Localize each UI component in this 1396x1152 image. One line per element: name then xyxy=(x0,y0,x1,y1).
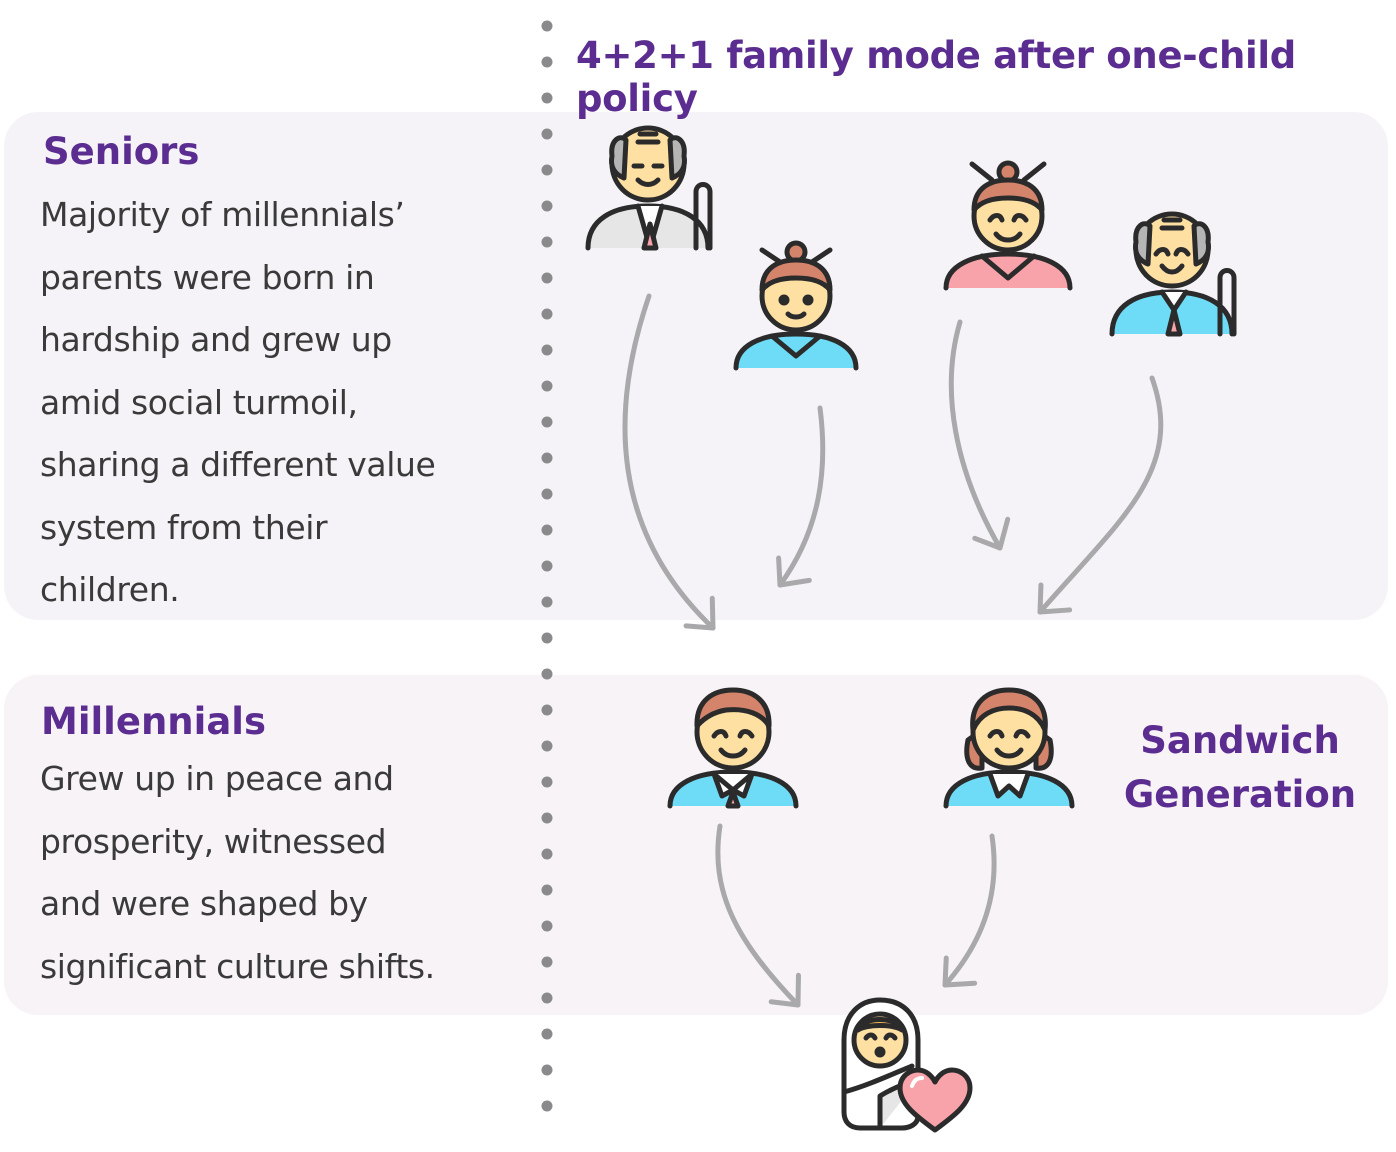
arrow-grandfather-to-father xyxy=(622,293,716,631)
mother-icon xyxy=(943,687,1075,809)
millennials-line: Grew up in peace and xyxy=(40,759,394,798)
arrow-father-to-baby xyxy=(715,823,801,1008)
heart-icon xyxy=(897,1067,973,1133)
father-icon xyxy=(667,687,799,809)
seniors-line: amid social turmoil, xyxy=(40,382,358,422)
divider-dot xyxy=(541,56,553,68)
divider-dot xyxy=(541,956,553,968)
divider-dot xyxy=(541,704,553,716)
divider-dot xyxy=(541,596,553,608)
seniors-heading: Seniors xyxy=(43,130,200,173)
divider-dot xyxy=(541,128,553,140)
divider-dot xyxy=(541,1064,553,1076)
millennials-line: and were shaped by xyxy=(40,884,368,923)
divider-dot xyxy=(541,884,553,896)
divider-dot xyxy=(541,380,553,392)
grandfather-icon xyxy=(1109,211,1237,337)
seniors-line: children. xyxy=(40,570,180,609)
divider-dot xyxy=(541,992,553,1004)
seniors-line: Majority of millennials’ xyxy=(40,195,405,234)
arrow-grandfather-to-mother xyxy=(1037,375,1164,615)
divider-dot xyxy=(541,632,553,644)
divider-dot xyxy=(541,92,553,104)
arrow-grandmother-to-father xyxy=(776,405,826,588)
millennials-line: prosperity, witnessed xyxy=(40,821,387,861)
divider-dot xyxy=(541,308,553,320)
divider-dot xyxy=(541,848,553,860)
divider-dot xyxy=(541,668,553,680)
divider-dot xyxy=(541,1100,553,1112)
millennials-line: significant culture shifts. xyxy=(40,946,435,986)
sandwich-generation-label: Sandwich Generation xyxy=(1100,714,1380,822)
dotted-divider xyxy=(541,20,553,1112)
grandfather-icon xyxy=(585,125,713,251)
divider-dot xyxy=(541,560,553,572)
millennials-heading: Millennials xyxy=(41,700,266,743)
divider-dot xyxy=(541,488,553,500)
sandwich-label-line: Sandwich xyxy=(1140,719,1340,762)
millennials-description: Grew up in peace and prosperity, witness… xyxy=(40,748,510,998)
divider-dot xyxy=(541,344,553,356)
divider-dot xyxy=(541,272,553,284)
divider-dot xyxy=(541,776,553,788)
seniors-line: system from their xyxy=(40,507,328,547)
divider-dot xyxy=(541,812,553,824)
divider-dot xyxy=(541,164,553,176)
grandmother-icon xyxy=(943,160,1073,291)
sandwich-label-line: Generation xyxy=(1123,773,1357,816)
divider-dot xyxy=(541,416,553,428)
divider-dot xyxy=(541,236,553,248)
diagram-title: 4+2+1 family mode after one-child policy xyxy=(576,34,1296,120)
divider-dot xyxy=(541,200,553,212)
seniors-line: parents were born in xyxy=(40,257,375,297)
grandmother-icon xyxy=(733,240,859,371)
arrow-grandmother-to-mother xyxy=(948,319,1011,551)
divider-dot xyxy=(541,524,553,536)
divider-dot xyxy=(541,452,553,464)
seniors-description: Majority of millennials’ parents were bo… xyxy=(40,184,510,622)
divider-dot xyxy=(541,740,553,752)
seniors-line: hardship and grew up xyxy=(40,320,392,359)
divider-dot xyxy=(541,20,553,32)
arrow-mother-to-baby xyxy=(942,833,997,988)
seniors-line: sharing a different value xyxy=(40,445,436,484)
divider-dot xyxy=(541,920,553,932)
divider-dot xyxy=(541,1028,553,1040)
